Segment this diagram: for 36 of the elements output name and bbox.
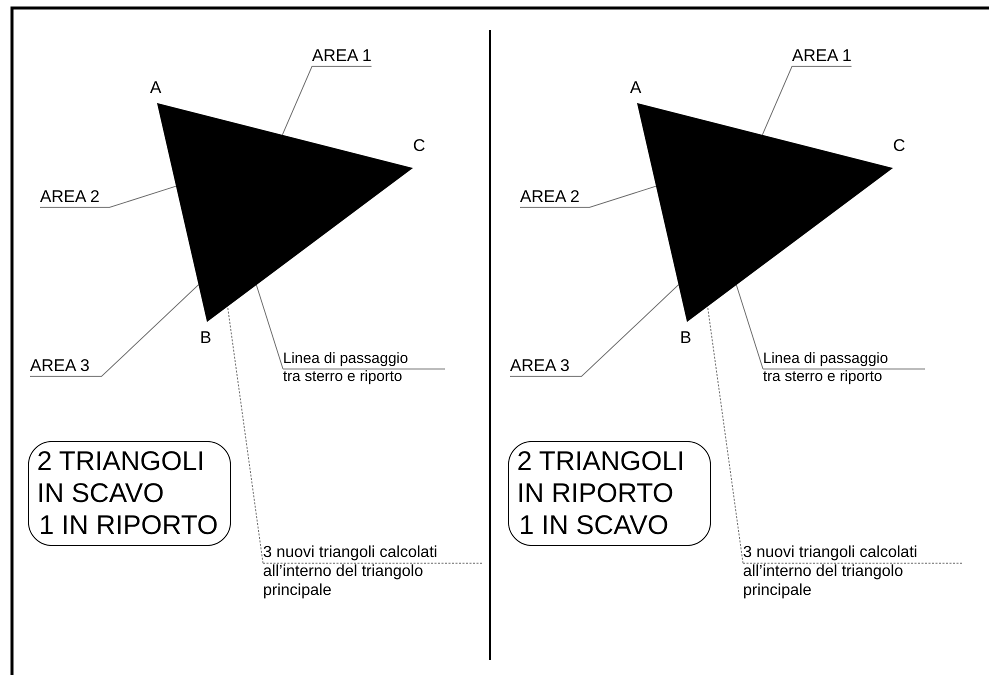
area-label: AREA 2	[520, 187, 590, 208]
box-text: 1 IN SCAVO	[519, 509, 669, 541]
area-label: AREA 2	[40, 187, 110, 208]
note-text: 3 nuovi triangoli calcolati all’interno del triangolo principale	[263, 543, 485, 601]
box-text: IN SCAVO	[37, 477, 164, 509]
filled-triangle	[157, 103, 413, 322]
leader-line	[762, 66, 852, 136]
rounded-box	[28, 441, 231, 546]
filled-triangle	[637, 103, 893, 322]
note-text: Linea di passaggio tra sterro e riporto	[283, 350, 418, 386]
leader-line	[256, 284, 284, 370]
vertex-label: C	[893, 136, 906, 156]
leader-line	[40, 186, 176, 208]
area-label: AREA 3	[30, 356, 102, 376]
vertex-label: B	[680, 328, 692, 348]
box-text: IN RIPORTO	[517, 477, 674, 509]
area-label: AREA 3	[510, 356, 582, 376]
leader-line	[227, 306, 264, 564]
leader-line	[510, 284, 679, 377]
leader-line	[282, 66, 372, 136]
area-label: AREA 1	[312, 46, 372, 66]
note-text: Linea di passaggio tra sterro e riporto	[763, 350, 898, 386]
box-text: 1 IN RIPORTO	[39, 509, 218, 541]
leader-line	[707, 306, 744, 564]
rounded-box	[508, 441, 711, 546]
leader-line	[736, 284, 764, 370]
vertex-label: A	[150, 78, 162, 98]
box-text: 2 TRIANGOLI	[517, 445, 685, 477]
area-label: AREA 1	[792, 46, 852, 66]
note-text: 3 nuovi triangoli calcolati all’interno del triangolo principale	[743, 543, 965, 601]
leader-line	[30, 284, 199, 377]
box-text: 2 TRIANGOLI	[37, 445, 205, 477]
vertex-label: A	[630, 78, 642, 98]
vertex-label: B	[200, 328, 212, 348]
vertex-label: C	[413, 136, 426, 156]
leader-line	[520, 186, 656, 208]
